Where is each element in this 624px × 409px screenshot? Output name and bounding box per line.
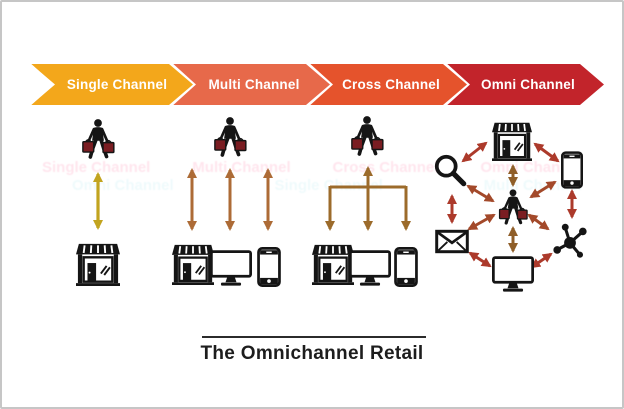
ghost-label: Single Channel	[274, 177, 383, 194]
email-icon	[435, 229, 469, 254]
desktop-icon	[492, 256, 534, 293]
desktop-icon	[349, 250, 391, 287]
search-icon	[433, 153, 467, 187]
banner-label-multi-channel: Multi Channel	[208, 77, 300, 92]
cross-channel-arrows	[325, 166, 411, 231]
channel-evolution-banner: Single Channel Multi Channel Cross Chann…	[28, 61, 613, 108]
ghost-label: Single Channel	[42, 159, 151, 176]
store-icon	[75, 242, 121, 286]
banner-omni-channel: Omni Channel	[439, 61, 607, 108]
ghost-label: Omni Channel	[72, 177, 174, 194]
smartphone-icon	[561, 151, 583, 189]
network-icon	[551, 221, 589, 259]
smartphone-icon	[394, 247, 418, 287]
banner-label-single-channel: Single Channel	[66, 77, 168, 92]
shopper-icon	[212, 115, 248, 159]
shopper-icon	[349, 114, 385, 158]
banner-single-channel: Single Channel	[28, 61, 196, 108]
multi-channel-arrows	[187, 168, 273, 231]
shopper-icon	[497, 187, 529, 227]
smartphone-icon	[257, 247, 281, 287]
store-icon	[171, 243, 215, 285]
page-title: The Omnichannel Retail	[200, 343, 424, 364]
shopper-icon	[80, 117, 116, 161]
title-underline	[202, 336, 426, 338]
chevron-shape	[439, 61, 607, 108]
banner-label-omni-channel: Omni Channel	[481, 77, 575, 92]
chevron-shape	[28, 61, 196, 108]
store-icon	[491, 121, 533, 161]
ghost-watermark-row: Omni Channel Single Channel Multi Channe…	[2, 177, 622, 194]
ghost-label: Cross Channel	[332, 159, 439, 176]
banner-label-cross-channel: Cross Channel	[342, 77, 440, 92]
desktop-icon	[210, 250, 252, 287]
ghost-label: Multi Channel	[192, 159, 291, 176]
ghost-watermark-row: Single Channel Multi Channel Cross Chann…	[2, 159, 622, 176]
